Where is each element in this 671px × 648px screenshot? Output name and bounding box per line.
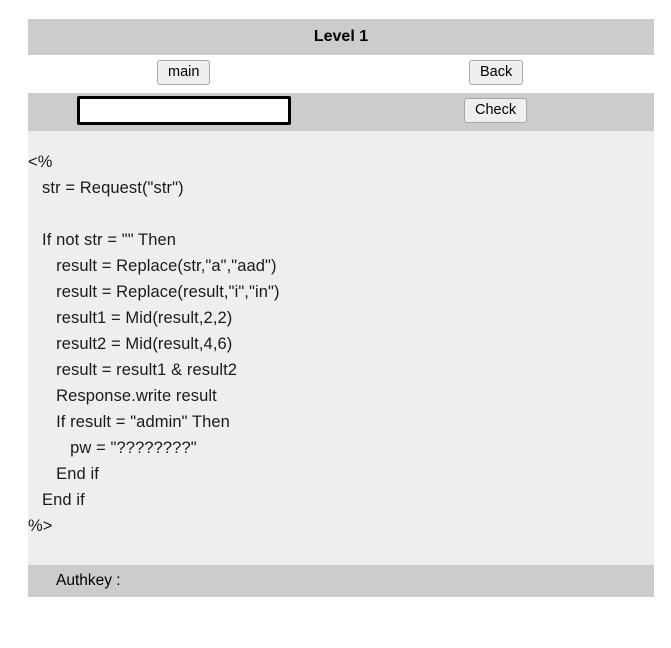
source-code-text: <% str = Request("str") If not str = "" … — [28, 149, 654, 539]
page-title: Level 1 — [28, 19, 654, 55]
main-button[interactable]: main — [157, 60, 211, 85]
code-line: result = Replace(str,"a","aad") — [28, 257, 277, 275]
code-line: result = Replace(result,"i","in") — [28, 283, 280, 301]
back-button[interactable]: Back — [469, 60, 524, 85]
challenge-page: Level 1 main Back Check <% str = Request… — [28, 19, 654, 597]
code-line: pw = "????????" — [28, 439, 197, 457]
code-line: result1 = Mid(result,2,2) — [28, 309, 233, 327]
code-line: If not str = "" Then — [28, 231, 177, 249]
code-line: End if — [28, 491, 85, 509]
code-line: End if — [28, 465, 99, 483]
code-line — [28, 201, 654, 227]
answer-form-bar: Check — [28, 93, 654, 131]
authkey-label: Authkey : — [56, 572, 121, 589]
code-line: result = result1 & result2 — [28, 361, 238, 379]
answer-input[interactable] — [77, 96, 291, 125]
authkey-bar: Authkey : — [28, 565, 654, 597]
code-line: <% — [28, 153, 53, 171]
nav-bar: main Back — [28, 55, 654, 93]
code-line: Response.write result — [28, 387, 217, 405]
source-code-panel: <% str = Request("str") If not str = "" … — [28, 131, 654, 565]
code-line: result2 = Mid(result,4,6) — [28, 335, 233, 353]
code-line: str = Request("str") — [28, 179, 184, 197]
check-button[interactable]: Check — [464, 98, 528, 123]
code-line: %> — [28, 517, 53, 535]
code-line: If result = "admin" Then — [28, 413, 230, 431]
